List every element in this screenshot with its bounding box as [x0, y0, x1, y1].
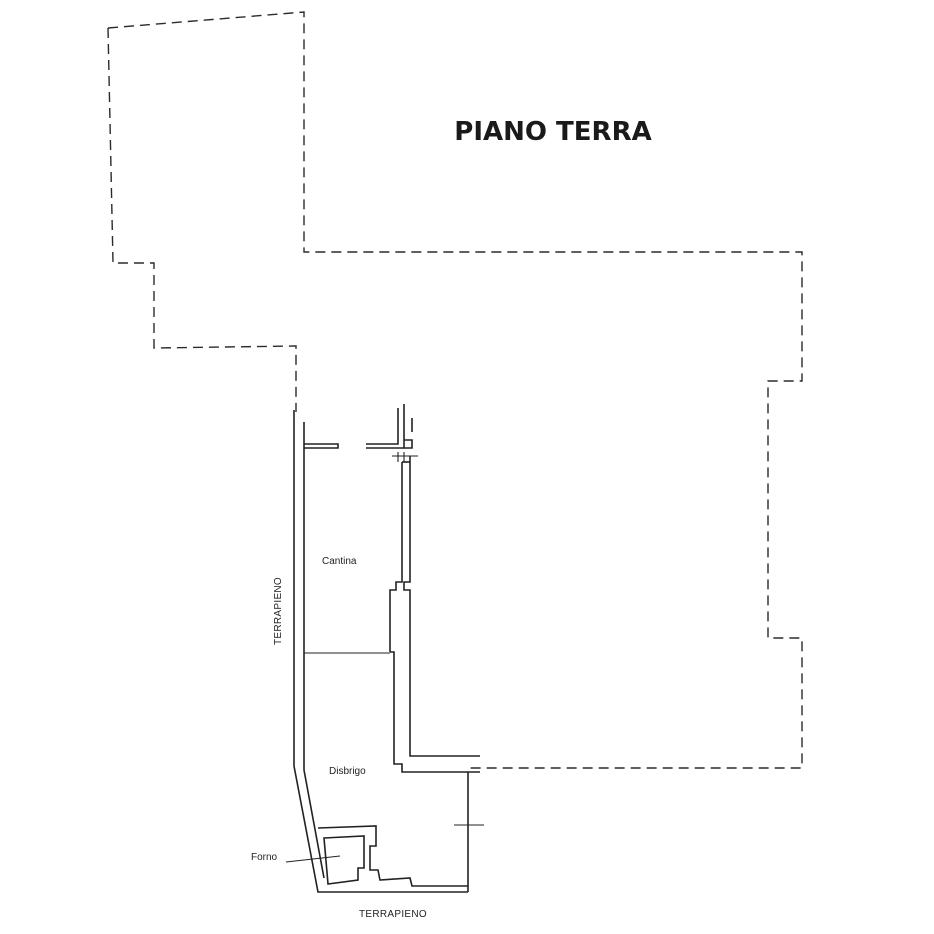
property-boundary [107, 11, 803, 769]
forno-leader-line [285, 855, 341, 863]
terrapieno-left-label: TERRAPIENO [273, 577, 284, 645]
right-wall-inner [389, 462, 480, 773]
cantina-top-wall-right [366, 404, 405, 449]
boundary-left [107, 27, 297, 412]
room-label-forno: Forno [251, 852, 278, 863]
forno-outline [317, 825, 468, 887]
room-label-cantina: Cantina [322, 556, 357, 567]
right-wall-outer [403, 456, 480, 757]
room-label-disbrigo: Disbrigo [329, 766, 366, 777]
outer-wall-left [293, 410, 468, 893]
page-title: PIANO TERRA [454, 117, 651, 147]
corner-notch [404, 418, 413, 449]
forno-chamber [323, 835, 365, 885]
forno [285, 825, 468, 887]
building-walls [293, 404, 484, 893]
cantina-top-wall-left [304, 443, 339, 449]
inner-wall-left [303, 422, 325, 879]
terrapieno-bottom-label: TERRAPIENO [359, 909, 427, 920]
boundary-upper [107, 11, 803, 769]
door-mark-top [392, 452, 418, 462]
